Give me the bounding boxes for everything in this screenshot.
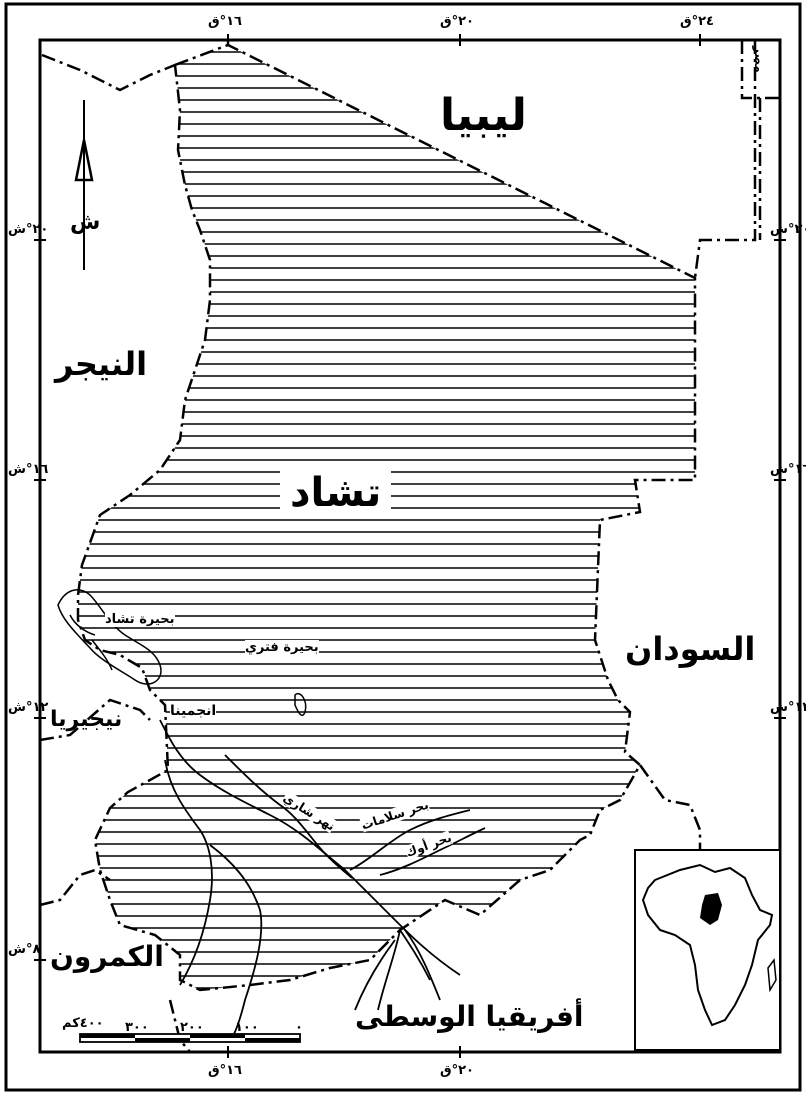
label-car: أفريقيا الوسطى [355, 1000, 584, 1033]
frame-ticks [34, 34, 786, 1058]
label-lake-chad: بحيرة تشاد [105, 612, 175, 627]
label-sudan: السودان [625, 630, 756, 668]
scale-label-100: ١٠٠ [235, 1020, 259, 1035]
chad-border [76, 43, 697, 992]
madagascar-outline [767, 958, 777, 993]
africa-outline [641, 863, 774, 1027]
lon-tick-bottom-16: ١٦°ق [208, 1063, 242, 1078]
label-cameroon: الكمرون [50, 940, 164, 973]
lake-chad-outline [57, 589, 162, 685]
rivers [159, 719, 486, 1041]
lat-tick-left-20: ٢٠°ش [8, 222, 49, 237]
lon-tick-top-16: ١٦°ق [208, 14, 242, 29]
lat-tick-left-8: ٨°ش [8, 942, 41, 957]
label-egypt: مصر [752, 46, 766, 73]
label-ndjamena: انجمينا [170, 703, 217, 719]
lon-tick-top-24: ٢٤°ق [680, 14, 714, 29]
lat-tick-left-12: ١٢°ش [8, 700, 49, 715]
africa-inset [634, 849, 781, 1051]
north-arrow [74, 100, 94, 270]
scale-label-400: ٤٠٠كم [62, 1016, 104, 1031]
north-label: ش [70, 210, 101, 235]
label-niger: النيجر [55, 345, 148, 383]
lat-tick-right-12: ١٢°ش [770, 700, 806, 715]
label-nigeria: نيجيريا [50, 707, 123, 732]
lon-tick-top-20: ٢٠°ق [440, 14, 474, 29]
scale-bar [79, 1033, 301, 1043]
lake-fitri-outline [294, 693, 307, 717]
label-libya: ليبيا [440, 90, 527, 141]
lat-tick-right-16: ١٦°ش [770, 462, 806, 477]
label-chad: تشاد [280, 470, 392, 516]
scale-label-200: ٢٠٠ [180, 1020, 204, 1035]
scale-label-0: ٠ [295, 1020, 303, 1035]
outer-frame [4, 2, 802, 1092]
lat-tick-right-20: ٢٠°ش [770, 222, 806, 237]
lon-tick-bottom-20: ٢٠°ق [440, 1063, 474, 1078]
chad-inset-highlight [700, 893, 722, 925]
inner-frame [38, 38, 782, 1054]
scale-label-300: ٣٠٠ [125, 1020, 149, 1035]
label-lake-fitri: بحيرة فتري [245, 640, 319, 655]
lat-tick-left-16: ١٦°ش [8, 462, 49, 477]
